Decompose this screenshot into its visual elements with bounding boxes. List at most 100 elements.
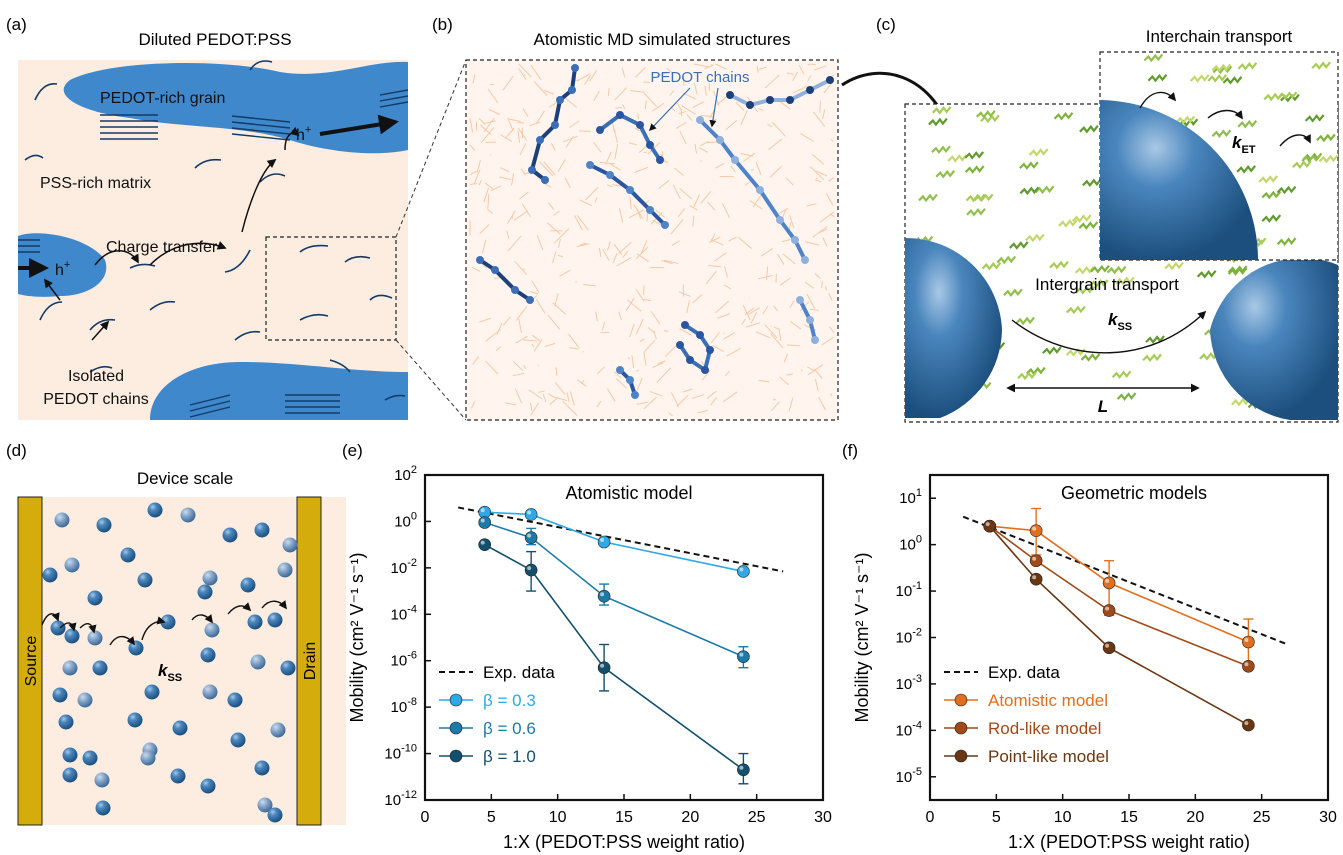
pss-segment: [544, 342, 556, 348]
pss-segment: [488, 109, 500, 116]
pss-segment: [557, 159, 566, 172]
data-point-highlight: [739, 765, 744, 770]
legend-label: Point-like model: [988, 747, 1109, 766]
pss-segment: [697, 409, 708, 414]
grain-sphere: [128, 640, 144, 656]
pss-segment: [671, 392, 680, 408]
pss-segment: [745, 322, 760, 328]
green-chain: [1227, 265, 1248, 274]
pss-segment: [678, 291, 691, 297]
pss-segment: [589, 70, 598, 82]
pss-segment: [737, 236, 752, 249]
x-tick-label: 20: [1186, 809, 1204, 826]
pss-segment: [599, 161, 615, 165]
data-point-highlight: [1032, 526, 1037, 531]
pss-segment: [770, 325, 772, 327]
x-tick-label: 0: [421, 809, 430, 826]
pedot-ring: [661, 221, 669, 229]
pedot-ring: [756, 186, 764, 194]
pss-segment: [627, 299, 642, 312]
data-point: [1102, 604, 1116, 617]
data-point-highlight: [480, 518, 485, 523]
pss-segment: [614, 371, 622, 379]
panel-a-title: Diluted PEDOT:PSS: [138, 30, 291, 49]
pedot-ring: [681, 321, 689, 329]
pss-segment: [607, 388, 616, 402]
pss-segment: [507, 235, 522, 252]
grain-sphere: [270, 722, 286, 738]
pss-segment: [771, 121, 786, 137]
y-axis-label: Mobility (cm² V⁻¹ s⁻¹): [852, 553, 872, 723]
legend-swatch-marker: [449, 693, 463, 707]
pss-segment: [630, 90, 645, 93]
pedot-ring: [806, 316, 814, 324]
arrow-c1: [1139, 91, 1177, 109]
pss-segment: [704, 64, 714, 70]
pss-segment: [708, 264, 721, 268]
green-chain: [1237, 119, 1258, 129]
pss-segment: [792, 71, 799, 81]
pss-segment: [517, 130, 521, 143]
matrix-label: PSS-rich matrix: [40, 175, 151, 192]
pss-segment: [523, 74, 526, 77]
pss-segment: [593, 90, 600, 102]
pss-segment: [724, 370, 730, 377]
chart-title: Geometric models: [1061, 483, 1207, 503]
pss-segment: [666, 67, 673, 73]
green-chain: [1207, 74, 1228, 83]
green-chain: [1276, 237, 1297, 247]
pss-segment: [487, 208, 494, 214]
pss-segment: [636, 253, 649, 262]
pss-segment: [778, 328, 782, 341]
pss-segment: [723, 284, 732, 290]
legend-label: β = 0.3: [483, 691, 536, 710]
pedot-ring: [776, 216, 784, 224]
pss-segment: [821, 336, 835, 346]
charge-transfer-label: Charge transfer: [106, 239, 218, 256]
pss-segment: [601, 321, 605, 331]
pss-segment: [679, 131, 687, 145]
pss-segment: [635, 369, 639, 372]
pss-segment: [785, 177, 794, 186]
panel-d-tag: (d): [6, 441, 27, 460]
pss-segment: [607, 87, 610, 96]
pss-segment: [735, 101, 745, 111]
pss-segment: [758, 108, 764, 111]
green-chain: [1026, 366, 1046, 376]
pss-segment: [767, 123, 773, 128]
green-chain: [1065, 348, 1086, 357]
green-chain: [947, 154, 968, 163]
green-chain: [1276, 185, 1297, 195]
pedot-ring: [746, 101, 754, 109]
pss-segment: [579, 242, 587, 246]
y-tick-label: 10-12: [384, 789, 417, 809]
green-chain: [931, 145, 951, 155]
green-chain: [1079, 124, 1099, 134]
grain-sphere: [230, 732, 246, 748]
pss-segment: [569, 391, 575, 406]
pss-segment: [831, 74, 835, 77]
legend-swatch-marker: [954, 693, 968, 707]
green-chain: [1231, 397, 1251, 407]
data-point: [1102, 641, 1116, 655]
grain-sphere: [147, 502, 163, 518]
arrow-c3: [1279, 134, 1311, 147]
pss-segment: [569, 346, 579, 350]
panel-f-tag: (f): [842, 441, 858, 460]
pss-segment: [710, 396, 718, 406]
pss-segment: [593, 141, 602, 153]
panel-a-tag: (a): [6, 15, 27, 34]
pss-segment: [529, 402, 533, 412]
pss-segment: [755, 331, 770, 339]
pss-segment: [661, 259, 673, 265]
pss-segment: [469, 118, 474, 133]
x-tick-label: 30: [1319, 809, 1337, 826]
pedot-ring: [636, 121, 644, 129]
pss-segment: [781, 209, 787, 219]
pss-segment: [776, 207, 789, 216]
green-chain: [964, 151, 985, 160]
pedot-ring: [801, 256, 809, 264]
pss-segment: [522, 268, 525, 271]
pss-segment: [692, 294, 703, 304]
pedot-ring: [676, 341, 684, 349]
